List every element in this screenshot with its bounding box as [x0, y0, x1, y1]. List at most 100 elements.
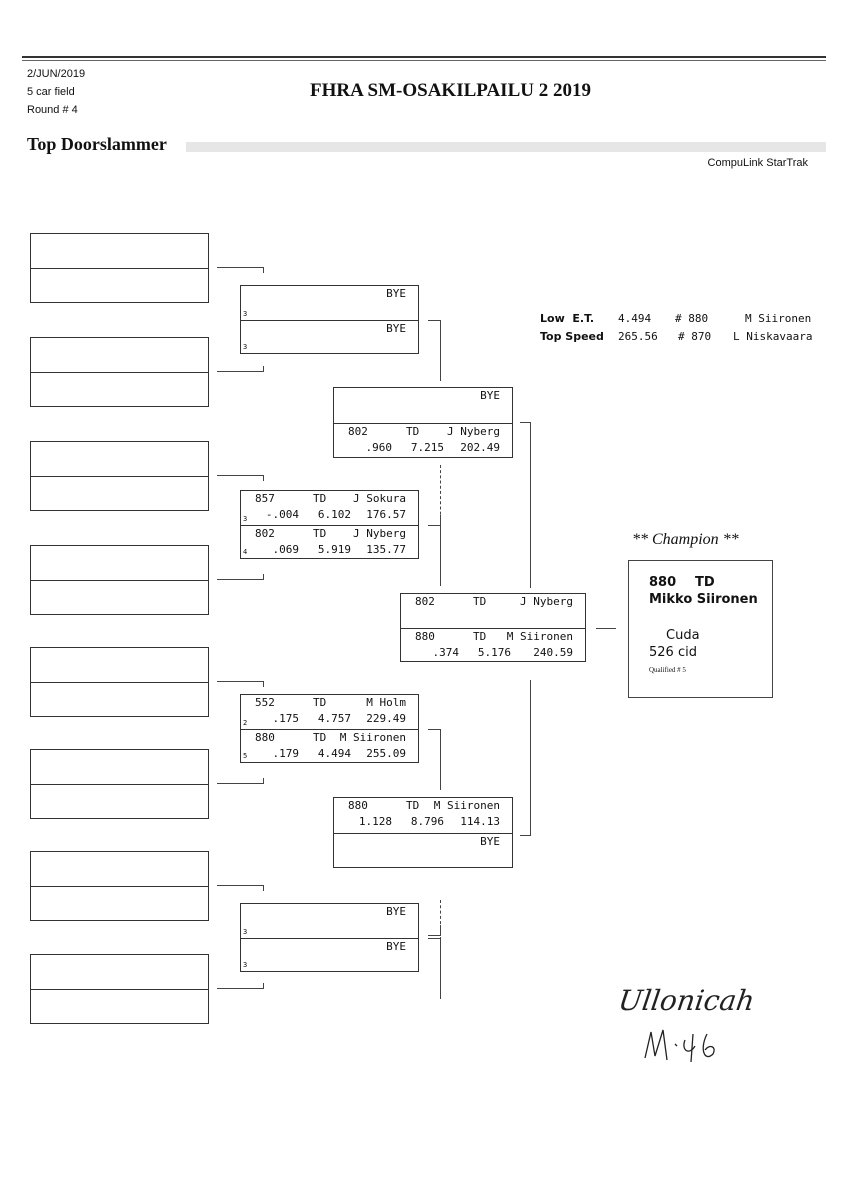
bracket-connector	[520, 680, 531, 836]
lane-bottom	[31, 989, 208, 1023]
seed-number: 3	[243, 343, 248, 351]
lane-top	[31, 750, 208, 784]
reaction-time: .175	[272, 712, 300, 725]
bracket-connector	[428, 938, 441, 999]
lane-top	[31, 648, 208, 682]
class-title: Top Doorslammer	[27, 134, 167, 154]
elapsed-time: 8.796	[410, 815, 444, 828]
signature-text: Ullonicah	[616, 984, 756, 1017]
driver-name: M Siironen	[506, 629, 573, 643]
low-et-label: Low E.T.	[540, 312, 595, 325]
bracket-connector	[217, 983, 264, 989]
car-number: 802	[415, 595, 435, 608]
match-box	[30, 441, 209, 511]
low-et-driver: M Siironen	[745, 312, 812, 325]
signature-initials-drawing	[644, 1029, 715, 1063]
speed-mph: 202.49	[460, 440, 500, 454]
driver-name: J Nyberg	[353, 526, 406, 540]
driver-name: J Sokura	[353, 492, 406, 505]
signature: Ullonicah	[616, 984, 757, 1063]
match-box	[30, 233, 209, 303]
match-box	[30, 337, 209, 407]
reaction-time: .960	[365, 440, 393, 454]
lane-bottom	[31, 784, 208, 818]
elapsed-time: 5.919	[317, 542, 351, 556]
seed-number: 4	[243, 548, 248, 556]
bracket-connector	[520, 422, 531, 588]
lane-top	[31, 955, 208, 989]
match-box	[30, 545, 209, 615]
elapsed-time: 5.176	[477, 645, 511, 659]
event-date: 2/JUN/2019	[27, 68, 86, 80]
reaction-time: .374	[432, 645, 460, 659]
bracket-connector	[428, 925, 441, 936]
elapsed-time: 6.102	[317, 508, 351, 521]
seed-number: 3	[243, 961, 248, 969]
bracket-connector	[217, 475, 264, 481]
car-number: 802	[255, 526, 275, 540]
seed-number: 2	[243, 718, 248, 727]
car-number: 880	[348, 799, 368, 812]
car-class: TD	[473, 595, 487, 608]
car-number: 880	[415, 629, 435, 643]
car-class: TD	[313, 526, 327, 540]
reaction-time: 1.128	[358, 815, 392, 828]
bye-label: BYE	[386, 939, 406, 953]
bye-label: BYE	[386, 287, 406, 300]
driver-name: M Holm	[366, 696, 406, 709]
car-number: 802	[348, 424, 368, 438]
event-title: FHRA SM-OSAKILPAILU 2 2019	[310, 80, 591, 101]
car-class: TD	[406, 424, 420, 438]
lane-top	[31, 852, 208, 886]
bracket-connector	[428, 900, 441, 940]
software-credit: CompuLink StarTrak	[707, 157, 808, 169]
champion-car: 880	[649, 575, 677, 590]
top-speed-driver: L Niskavaara	[733, 330, 813, 343]
lane-bottom	[31, 682, 208, 716]
bracket-connector	[217, 778, 264, 784]
driver-name: M Siironen	[339, 730, 406, 744]
car-number: 552	[255, 696, 275, 709]
bracket-connector	[428, 320, 441, 381]
elapsed-time: 4.757	[317, 712, 351, 725]
seed-number: 5	[243, 752, 248, 760]
car-number: 857	[255, 492, 275, 505]
champion-box: 880 TD Mikko Siironen Cuda 526 cid Quali…	[628, 560, 773, 698]
header-rule	[22, 56, 826, 58]
bracket-connector	[217, 885, 264, 891]
bye-label: BYE	[480, 834, 500, 848]
champion-heading: ** Champion **	[632, 531, 739, 548]
elapsed-time: 7.215	[410, 440, 444, 454]
car-class: TD	[473, 629, 487, 643]
final-to-champion-connector	[596, 628, 616, 630]
car-class: TD	[313, 492, 327, 505]
bracket-connector	[217, 574, 264, 580]
match-box	[30, 647, 209, 717]
car-class: TD	[313, 730, 327, 744]
speed-mph: 229.49	[366, 712, 406, 725]
lane-bottom	[31, 476, 208, 510]
lane-bottom	[31, 372, 208, 406]
top-speed-value: 265.56	[618, 330, 658, 343]
seed-number: 3	[243, 514, 248, 523]
car-class: TD	[406, 799, 420, 812]
low-et-car: # 880	[675, 312, 709, 325]
speed-mph: 114.13	[460, 815, 500, 828]
lane-bottom	[31, 580, 208, 614]
bracket-connector	[217, 267, 264, 273]
bye-label: BYE	[480, 389, 500, 402]
champion-class: TD	[695, 575, 715, 590]
lane-top	[31, 442, 208, 476]
lane-bottom: BYE	[334, 832, 512, 868]
bracket-connector	[428, 729, 441, 790]
